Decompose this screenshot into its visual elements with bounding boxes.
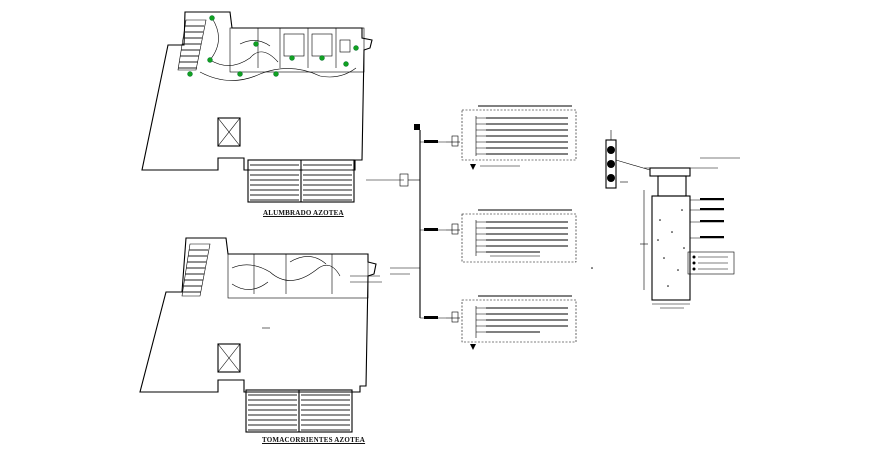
detail-legend [687,251,735,275]
feeder-terminal [414,124,420,130]
roof-outline-top [141,11,373,171]
light-fixture-icon [289,55,295,61]
panel-board-2 [446,209,577,263]
hatched-roof-panel-bottom [245,389,353,433]
concrete-column [651,195,691,301]
light-fixture-icon [273,71,279,77]
grounding-section-detail [591,130,740,309]
light-fixture-icon [187,71,193,77]
single-line-diagram [366,124,446,319]
panel-board-1 [446,105,577,170]
wall-cap [649,167,691,177]
light-fixture-icon [237,71,243,77]
service-block [229,27,365,73]
outlets-plan-title: TOMACORRIENTES AZOTEA [262,436,366,444]
stair-top [177,19,207,71]
service-block-bottom [227,253,369,299]
lighting-plan-title: ALUMBRADO AZOTEA [263,209,344,217]
light-fixture-icon [209,15,215,21]
light-fixture-icon [343,61,349,67]
light-fixture-icon [353,45,359,51]
light-fixture-icon [207,57,213,63]
roof-outline-bottom [139,237,377,393]
stair-bottom [181,243,211,297]
hatched-roof-panel-top [247,159,355,203]
light-fixture-icon [319,55,325,61]
skylight-top [217,117,241,147]
panel-board-3 [446,295,577,350]
lighting-roof-plan [141,11,373,203]
outlets-roof-plan [139,237,382,433]
light-fixture-icon [253,41,259,47]
skylight-bottom [217,343,241,373]
